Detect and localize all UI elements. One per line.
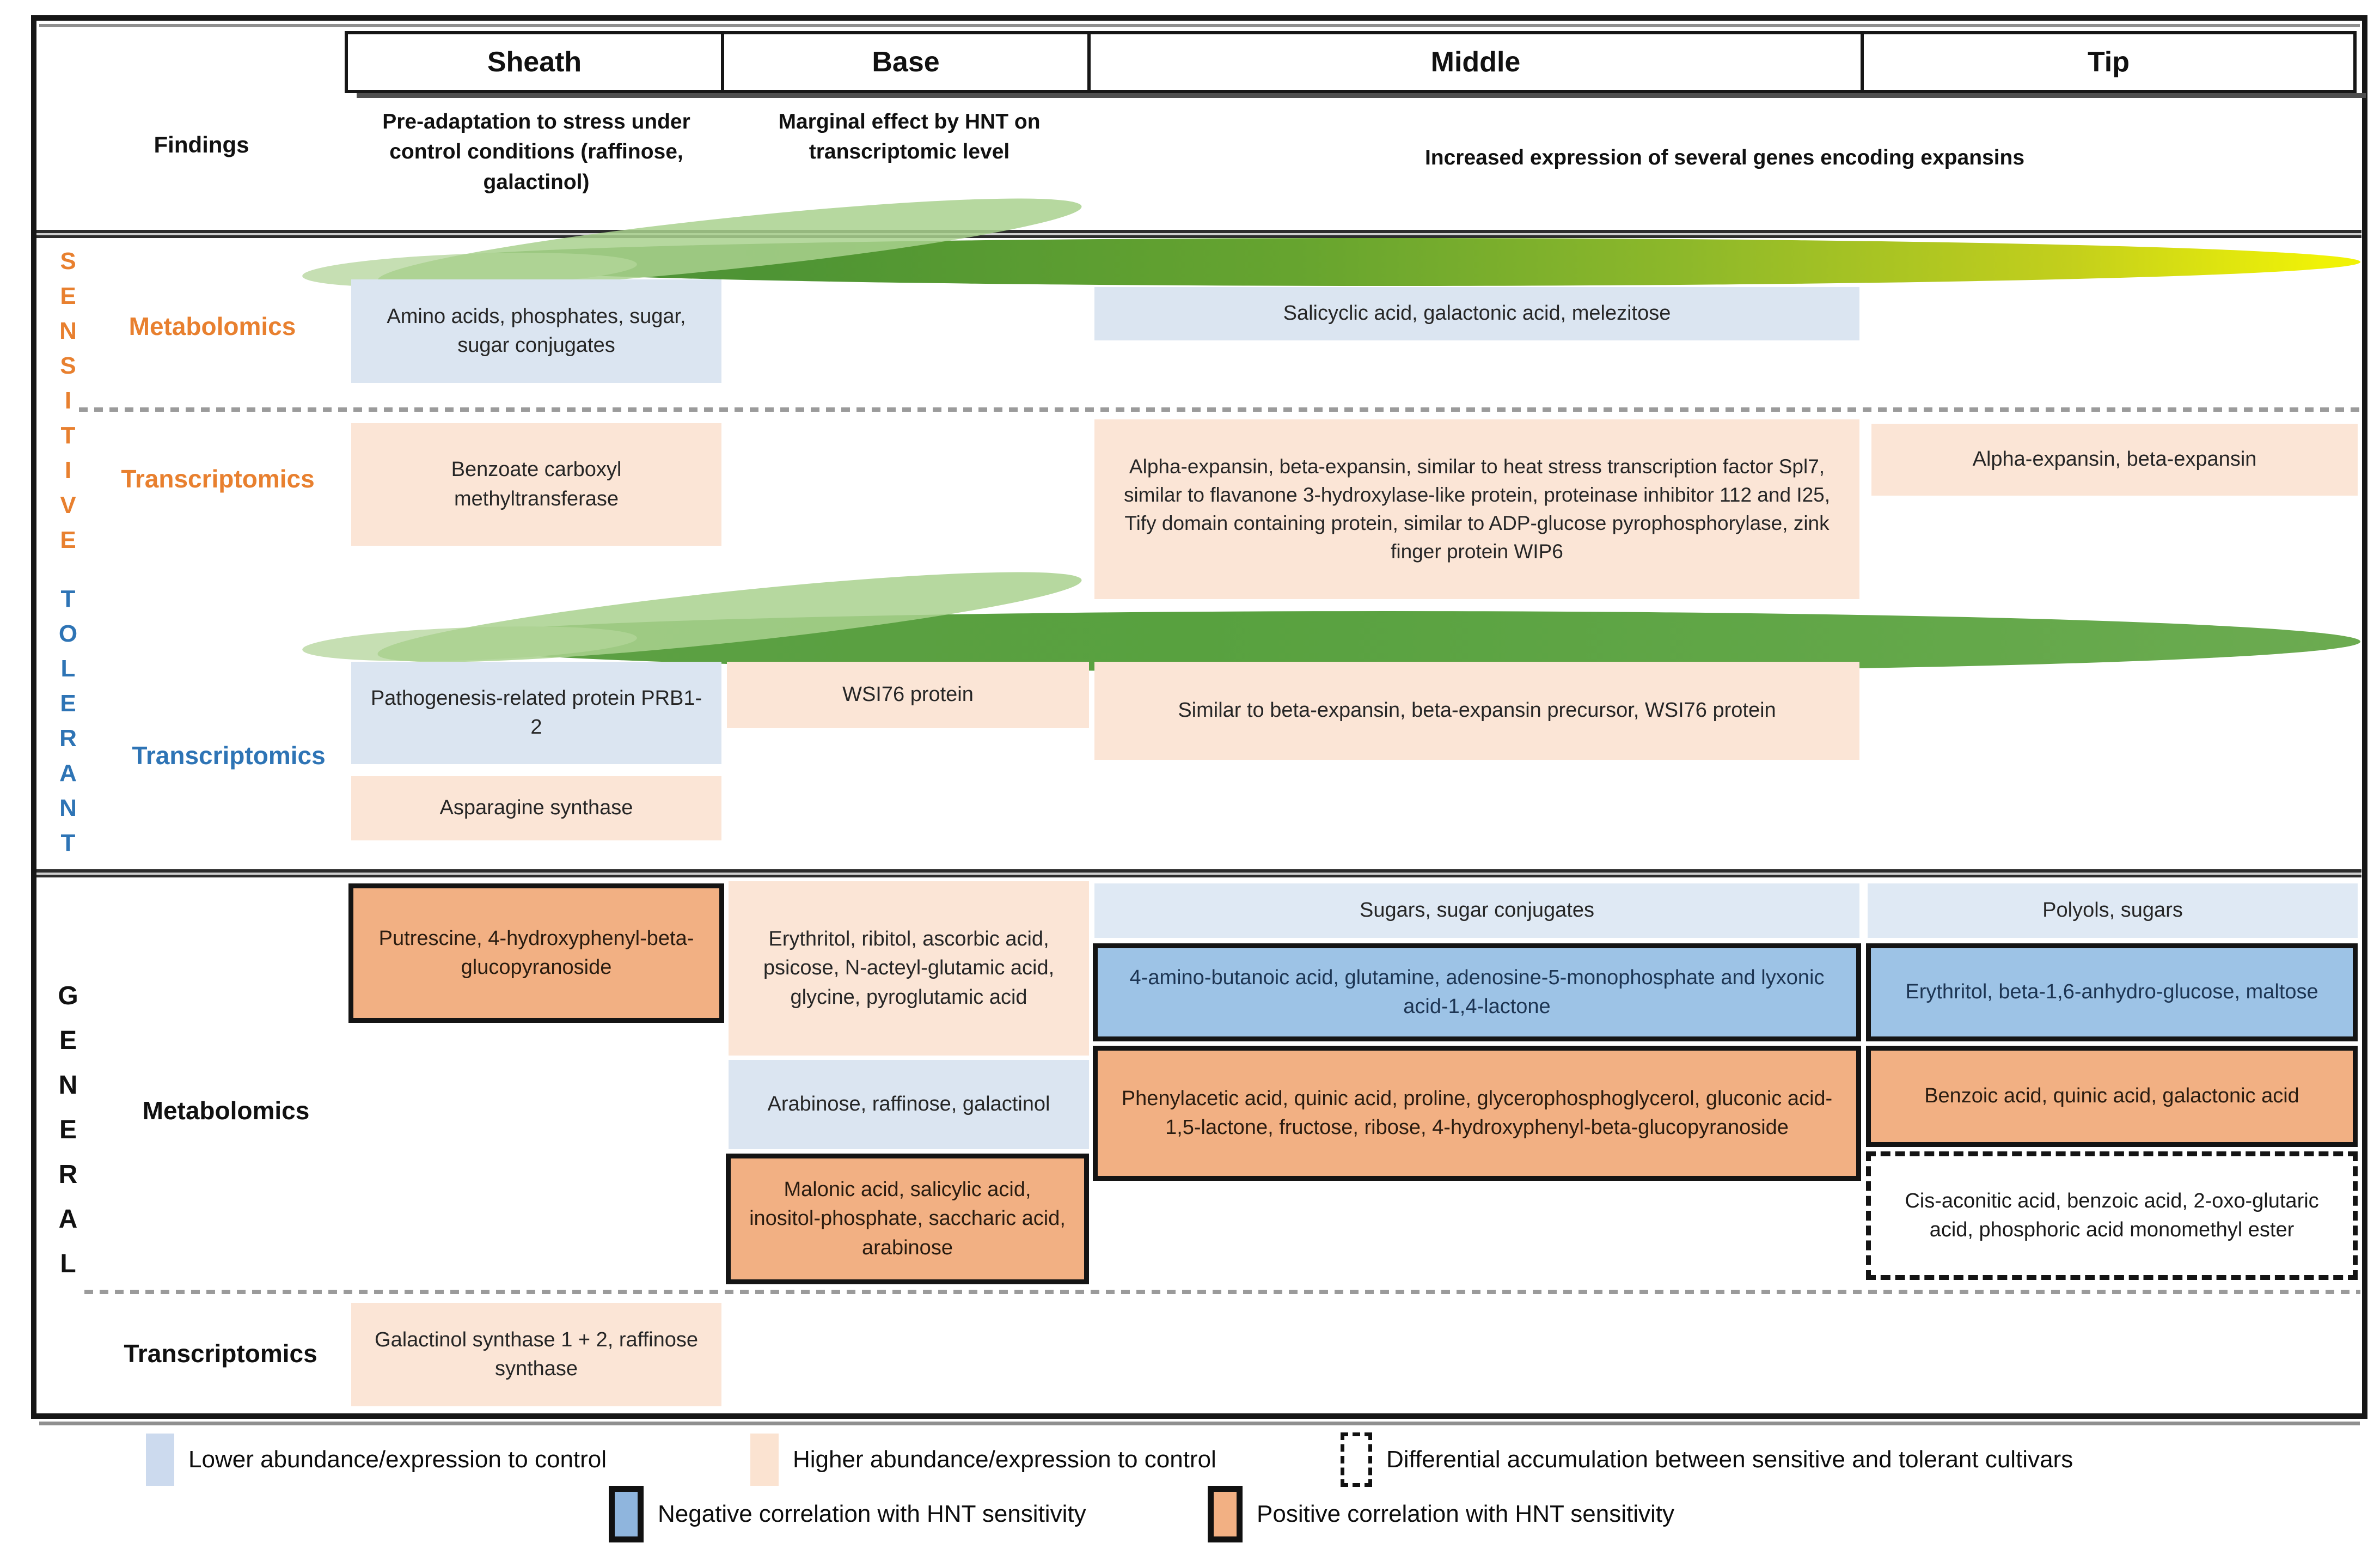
general-transcriptomics-sheath-box: Galactinol synthase 1 + 2, raffinose syn… bbox=[351, 1303, 721, 1406]
general-section-label: G E N E R A L bbox=[58, 981, 78, 1278]
sensitive-transcriptomics-middle-box: Alpha-expansin, beta-expansin, similar t… bbox=[1094, 419, 1859, 599]
finding-middle-tip: Increased expression of several genes en… bbox=[1424, 146, 2025, 169]
tolerant-transcriptomics-sheath-box-2: Asparagine synthase bbox=[351, 776, 721, 840]
general-metabolomics-middle-lower-box: Sugars, sugar conjugates bbox=[1094, 883, 1859, 938]
column-header-middle: Middle bbox=[1091, 31, 1864, 93]
general-metabolomics-base-higher-box: Erythritol, ribitol, ascorbic acid, psic… bbox=[729, 881, 1089, 1056]
tolerant-transcriptomics-base-box: WSI76 protein bbox=[727, 662, 1089, 728]
general-transcriptomics-label: Transcriptomics bbox=[124, 1339, 317, 1368]
legend-negative: Negative correlation with HNT sensitivit… bbox=[609, 1486, 1086, 1542]
general-metabolomics-middle-positive-box: Phenylacetic acid, quinic acid, proline,… bbox=[1093, 1046, 1861, 1181]
legend-differential-swatch bbox=[1341, 1432, 1372, 1487]
column-header-base: Base bbox=[724, 31, 1091, 93]
sensitive-transcriptomics-sheath-box: Benzoate carboxyl methyltransferase bbox=[351, 423, 721, 546]
general-metabolomics-sheath-positive-box: Putrescine, 4-hydroxyphenyl-beta-glucopy… bbox=[348, 883, 724, 1023]
general-metabolomics-tip-lower-box: Polyols, sugars bbox=[1868, 883, 2358, 938]
column-header-shadow bbox=[357, 93, 2366, 98]
general-metabolomics-tip-negative-box: Erythritol, beta-1,6-anhydro-glucose, ma… bbox=[1866, 943, 2358, 1041]
general-metabolomics-base-lower-box: Arabinose, raffinose, galactinol bbox=[729, 1060, 1089, 1149]
legend-lower: Lower abundance/expression to control bbox=[146, 1430, 607, 1489]
column-header-sheath: Sheath bbox=[345, 31, 724, 93]
legend-negative-swatch bbox=[609, 1486, 644, 1542]
legend-differential-text: Differential accumulation between sensit… bbox=[1386, 1446, 2073, 1473]
legend-differential: Differential accumulation between sensit… bbox=[1341, 1430, 2073, 1489]
legend-higher-text: Higher abundance/expression to control bbox=[793, 1446, 1216, 1473]
general-metabolomics-base-positive-box: Malonic acid, salicylic acid, inositol-p… bbox=[726, 1154, 1089, 1284]
legend-negative-text: Negative correlation with HNT sensitivit… bbox=[658, 1501, 1086, 1527]
legend-higher: Higher abundance/expression to control bbox=[750, 1430, 1216, 1489]
findings-row-label: Findings bbox=[154, 132, 249, 157]
legend-lower-text: Lower abundance/expression to control bbox=[188, 1446, 607, 1473]
sensitive-transcriptomics-tip-box: Alpha-expansin, beta-expansin bbox=[1871, 424, 2358, 496]
tolerant-transcriptomics-sheath-box: Pathogenesis-related protein PRB1-2 bbox=[351, 662, 721, 764]
section-divider-top bbox=[36, 230, 2361, 238]
legend-positive-swatch bbox=[1208, 1486, 1243, 1542]
legend-lower-swatch bbox=[146, 1434, 174, 1486]
general-metabolomics-tip-differential-box: Cis-aconitic acid, benzoic acid, 2-oxo-g… bbox=[1866, 1151, 2358, 1280]
sensitive-section-label: S E N S I T I V E bbox=[59, 248, 77, 553]
sensitive-metabolomics-label: Metabolomics bbox=[129, 312, 296, 340]
sensitive-metabolomics-sheath-box: Amino acids, phosphates, sugar, sugar co… bbox=[351, 279, 721, 383]
legend-positive: Positive correlation with HNT sensitivit… bbox=[1208, 1486, 1674, 1542]
column-header-tip: Tip bbox=[1864, 31, 2357, 93]
general-metabolomics-middle-negative-box: 4-amino-butanoic acid, glutamine, adenos… bbox=[1093, 943, 1861, 1041]
finding-sheath: Pre-adaptation to stress under control c… bbox=[382, 110, 690, 194]
legend-positive-text: Positive correlation with HNT sensitivit… bbox=[1257, 1501, 1674, 1527]
legend-higher-swatch bbox=[750, 1434, 779, 1486]
sensitive-row-separator bbox=[79, 407, 2360, 412]
tolerant-transcriptomics-label: Transcriptomics bbox=[132, 741, 326, 770]
section-divider-general bbox=[36, 869, 2361, 877]
general-metabolomics-tip-positive-box: Benzoic acid, quinic acid, galactonic ac… bbox=[1866, 1046, 2358, 1147]
sensitive-transcriptomics-label: Transcriptomics bbox=[121, 465, 315, 493]
tolerant-transcriptomics-middle-box: Similar to beta-expansin, beta-expansin … bbox=[1094, 662, 1859, 760]
frame-top-shadow bbox=[39, 24, 2360, 27]
sensitive-metabolomics-middle-box: Salicyclic acid, galactonic acid, melezi… bbox=[1094, 287, 1859, 340]
tolerant-section-label: T O L E R A N T bbox=[58, 586, 78, 856]
general-metabolomics-label: Metabolomics bbox=[142, 1096, 310, 1125]
general-row-separator bbox=[84, 1290, 2360, 1294]
frame-bottom-shadow bbox=[39, 1422, 2360, 1425]
finding-base: Marginal effect by HNT on transcriptomic… bbox=[778, 110, 1041, 164]
